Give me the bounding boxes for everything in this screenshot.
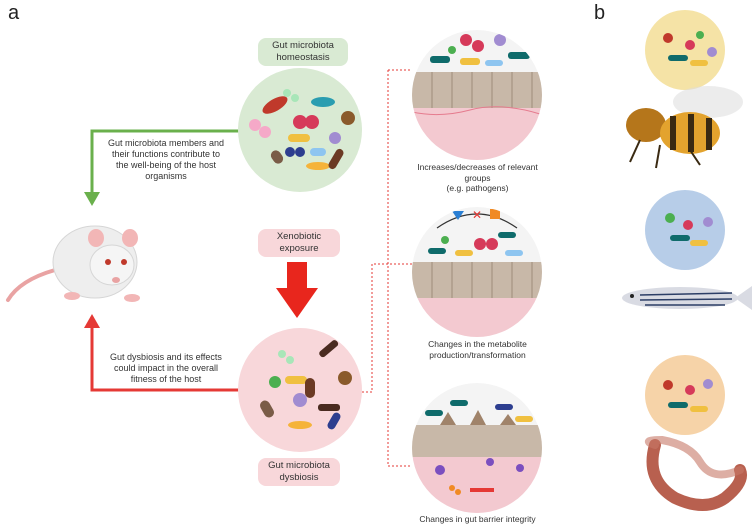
dysbiosis-label: Gut microbiota dysbiosis xyxy=(258,458,340,486)
honey-bee-illustration xyxy=(626,86,743,169)
homeostasis-circle xyxy=(238,68,362,192)
effect-caption-metabolites: Changes in the metabolite production/tra… xyxy=(428,339,527,360)
zebrafish-illustration xyxy=(622,286,752,310)
earthworm-illustration xyxy=(644,435,747,511)
homeostasis-label: Gut microbiota homeostasis xyxy=(258,38,348,66)
xenobiotic-arrow xyxy=(276,262,318,318)
homeostasis-effect-text: Gut microbiota members and their functio… xyxy=(107,138,225,181)
svg-text:✕: ✕ xyxy=(472,208,482,222)
effect-circle-barrier xyxy=(412,383,542,513)
panel-b-label: b xyxy=(594,2,606,24)
dotted-connectors xyxy=(362,69,412,467)
effect-caption-barrier: Changes in gut barrier integrity xyxy=(419,514,536,524)
bee-microbiota-circle xyxy=(645,10,725,90)
red-arrow xyxy=(84,314,240,392)
fish-microbiota-circle xyxy=(645,190,725,270)
dysbiosis-effect-text: Gut dysbiosis and its effects could impa… xyxy=(110,352,222,384)
rat-illustration xyxy=(6,225,140,302)
worm-microbiota-circle xyxy=(645,355,725,435)
effect-circle-groups xyxy=(412,30,542,160)
panel-a-label: a xyxy=(8,2,20,24)
green-arrow xyxy=(84,129,240,206)
dysbiosis-circle xyxy=(238,328,362,452)
xenobiotic-label: Xenobiotic exposure xyxy=(258,229,340,257)
effect-circle-metabolites: ✕ xyxy=(412,207,542,337)
effect-caption-groups: Increases/decreases of relevant groups (… xyxy=(417,162,538,193)
